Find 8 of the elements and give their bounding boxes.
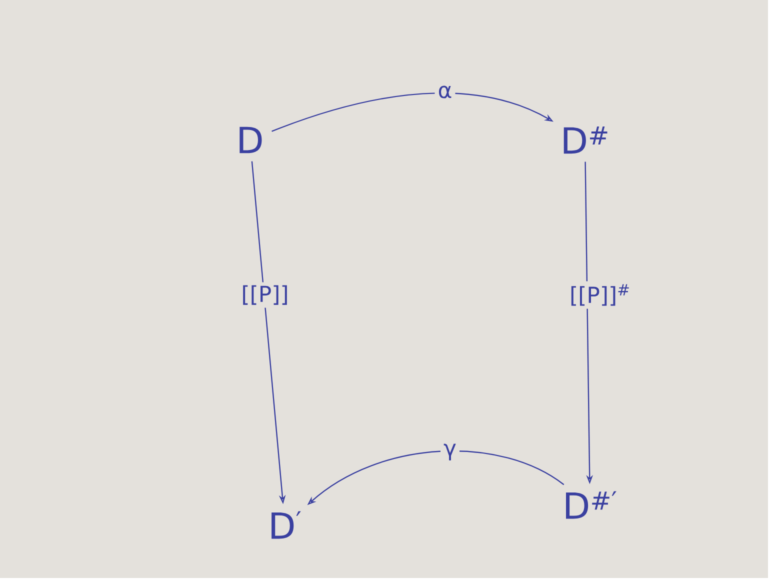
edge-label: γ	[440, 440, 460, 464]
edge-label: [[P]]	[238, 282, 292, 308]
set-symbol: D$^{#′}$	[566, 491, 616, 519]
set-symbol: D	[240, 126, 262, 154]
set-symbol: D$^{#}$	[564, 126, 608, 154]
edge-label: α	[434, 82, 456, 102]
edge-label: [[P]]$^{#}$	[566, 281, 634, 309]
set-symbol: D$^{′}$	[272, 511, 301, 539]
